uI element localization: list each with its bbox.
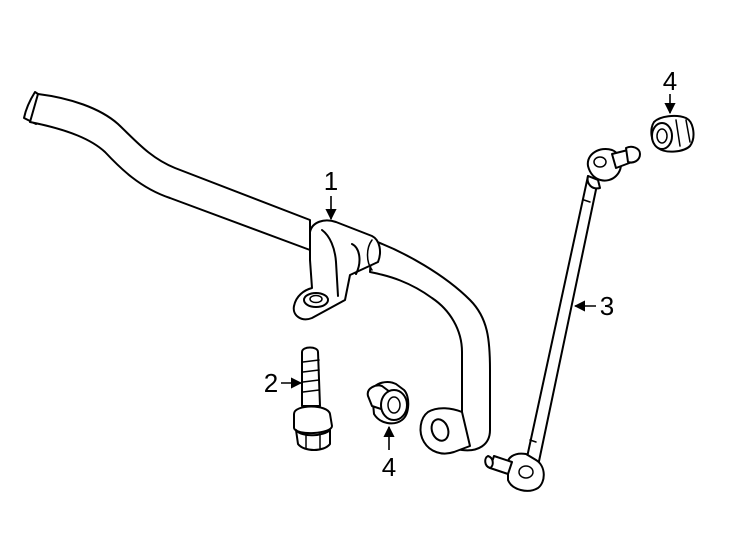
- bolt[interactable]: [293, 346, 333, 451]
- callout-1: 1: [324, 166, 338, 221]
- callout-4-top: 4: [663, 66, 677, 115]
- stabilizer-bar[interactable]: [23, 91, 491, 455]
- callout-4-bottom-label: 4: [382, 452, 396, 482]
- callout-2: 2: [264, 368, 303, 398]
- nut-top[interactable]: [650, 114, 695, 153]
- callout-4-bottom: 4: [382, 425, 396, 482]
- callout-3: 3: [573, 291, 614, 321]
- callout-2-label: 2: [264, 368, 278, 398]
- stabilizer-link[interactable]: [484, 145, 641, 492]
- callout-1-label: 1: [324, 166, 338, 196]
- bushing-bracket: [292, 219, 381, 321]
- callout-4-top-label: 4: [663, 66, 677, 96]
- nut-bottom[interactable]: [366, 381, 410, 425]
- callout-3-label: 3: [600, 291, 614, 321]
